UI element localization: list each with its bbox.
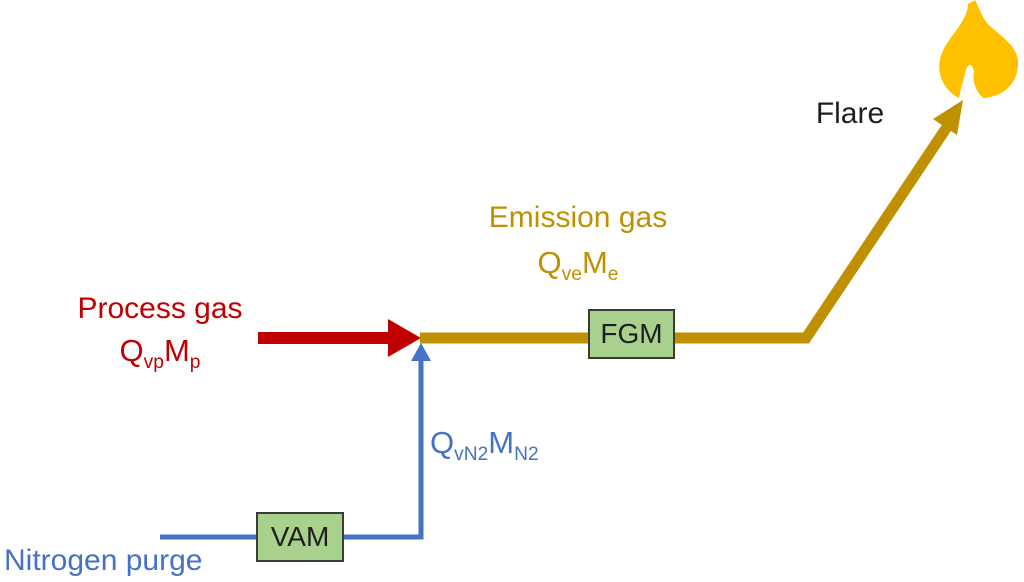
formula-sub: ve xyxy=(561,264,582,286)
nitrogen-purge-line xyxy=(160,359,424,540)
formula-base: M xyxy=(581,245,608,280)
flame-icon xyxy=(939,0,1019,98)
formula-sub: e xyxy=(607,264,619,286)
formula-base: M xyxy=(163,333,190,368)
formula-base: Q xyxy=(430,425,455,460)
fgm-box: FGM xyxy=(588,309,675,359)
emission-gas-arrowhead xyxy=(933,100,963,135)
vam-box-label: VAM xyxy=(270,521,330,552)
formula-sub: N2 xyxy=(514,444,539,466)
fgm-box-label: FGM xyxy=(600,318,663,349)
formula-sub: vp xyxy=(143,352,164,374)
formula-base: Q xyxy=(119,333,144,368)
process-gas-arrow xyxy=(258,319,421,357)
formula-base: M xyxy=(488,425,515,460)
emission-gas-formula: QveMe xyxy=(458,245,698,284)
nitrogen-purge-formula: QvN2MN2 xyxy=(430,425,539,464)
nitrogen-purge-label: Nitrogen purge xyxy=(4,544,203,577)
emission-gas-label: Emission gas xyxy=(488,201,668,234)
emission-gas-line xyxy=(420,123,952,344)
formula-base: Q xyxy=(537,245,562,280)
formula-sub: vN2 xyxy=(454,444,489,466)
vam-box: VAM xyxy=(256,512,344,562)
nitrogen-purge-arrowhead xyxy=(411,343,431,361)
formula-sub: p xyxy=(189,352,201,374)
process-gas-label: Process gas xyxy=(77,292,243,325)
process-gas-formula: QvpMp xyxy=(40,333,280,372)
flare-label: Flare xyxy=(815,97,885,130)
